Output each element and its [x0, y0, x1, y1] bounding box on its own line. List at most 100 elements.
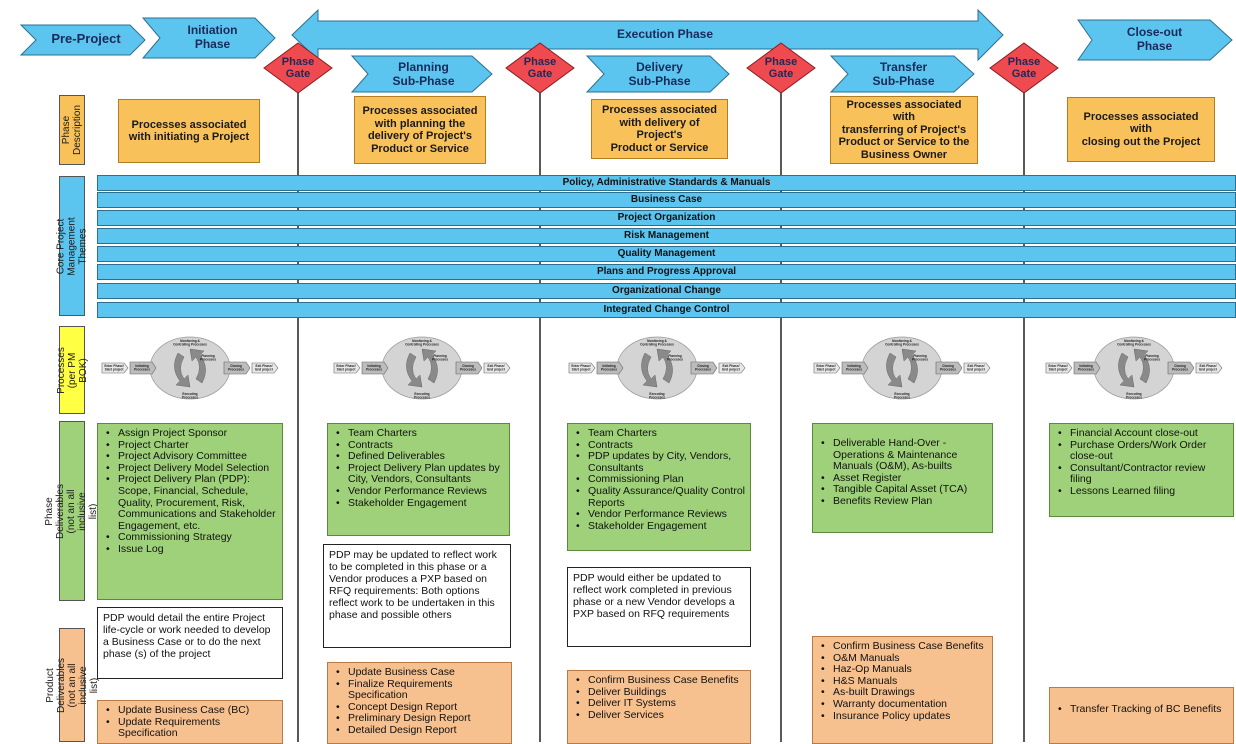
exit-phase-label: Exit Phase/End project	[722, 364, 740, 372]
list-item: Project Charter	[106, 439, 278, 452]
list-item: Deliver IT Systems	[576, 698, 746, 710]
list-item: Team Charters	[576, 427, 746, 440]
list-item: O&M Manuals	[821, 652, 988, 665]
phase-deliverables-initiation: Assign Project Sponsor Project Charter P…	[97, 423, 283, 600]
exit-phase-arrow	[251, 362, 279, 374]
list-item: As-built Drawings	[821, 687, 988, 699]
list-item: Stakeholder Engagement	[336, 497, 505, 510]
list-item: Deliver Services	[576, 709, 746, 722]
row-label-phase-deliverables: Phase Deliverables (not an all inclusive…	[45, 421, 100, 601]
list-item: Benefits Review Plan	[821, 495, 988, 508]
phase-gate-1	[263, 42, 333, 94]
row-label-processes: Processes (per PM BOK)	[56, 326, 89, 414]
cycle-arrow-right	[1133, 348, 1150, 384]
description-planning: Processes associated with planning the d…	[354, 96, 486, 164]
list-item: Stakeholder Engagement	[576, 520, 746, 533]
enter-phase-label: Enter Phase/Start project	[336, 364, 356, 372]
monitoring-label: Monitoring &Controlling Processes	[885, 339, 919, 347]
list-item: Update Requirements Specification	[106, 716, 278, 740]
theme-risk-management: Risk Management	[97, 228, 1236, 244]
note-delivery: PDP would either be updated to reflect w…	[567, 567, 751, 647]
monitoring-label: Monitoring &Controlling Processes	[173, 339, 207, 347]
description-delivery: Processes associated with delivery of Pr…	[591, 99, 728, 159]
theme-quality-management: Quality Management	[97, 246, 1236, 262]
cycle-arrow-left	[174, 352, 191, 388]
cycle-arrow-left	[886, 352, 903, 388]
phase-gate-1-label: Phase Gate	[281, 56, 315, 80]
exit-phase-label: Exit Phase/End project	[1199, 364, 1217, 372]
close-out-arrow	[1077, 19, 1233, 61]
initiating-arrow	[1073, 361, 1101, 375]
closing-arrow	[223, 361, 251, 375]
theme-plans-progress: Plans and Progress Approval	[97, 264, 1236, 280]
phase-deliverables-planning: Team Charters Contracts Defined Delivera…	[327, 423, 510, 536]
cycle-arrow-right	[901, 348, 918, 384]
phase-gate-3-label: Phase Gate	[764, 56, 798, 80]
exit-phase-arrow	[1195, 362, 1223, 374]
close-out-label: Close-out Phase	[1126, 25, 1183, 53]
list-item: Commissioning Strategy	[106, 532, 278, 544]
phase-gate-2-label: Phase Gate	[523, 56, 557, 80]
list-item: Vendor Performance Reviews	[336, 485, 505, 498]
list-item: Purchase Orders/Work Order close-out	[1058, 439, 1229, 463]
exit-phase-arrow	[483, 362, 511, 374]
initiating-arrow	[841, 361, 869, 375]
enter-phase-arrow	[333, 362, 361, 374]
list-item: Asset Register	[821, 472, 988, 485]
phase-deliverables-close-out: Financial Account close-out Purchase Ord…	[1049, 423, 1234, 517]
list-item: Commissioning Plan	[576, 474, 746, 486]
enter-phase-label: Enter Phase/Start project	[571, 364, 591, 372]
list-item: Project Delivery Plan (PDP): Scope, Fina…	[106, 474, 278, 532]
exit-phase-arrow	[963, 362, 991, 374]
theme-business-case: Business Case	[97, 192, 1236, 208]
enter-phase-arrow	[568, 362, 596, 374]
list-item: Update Business Case (BC)	[106, 704, 278, 717]
list-item: Confirm Business Case Benefits	[821, 640, 988, 653]
product-deliverables-planning: Update Business Case Finalize Requiremen…	[327, 662, 512, 744]
product-deliverables-initiation: Update Business Case (BC) Update Require…	[97, 700, 283, 744]
list-item: Vendor Performance Reviews	[576, 509, 746, 521]
closing-arrow	[1167, 361, 1195, 375]
transfer-subphase-label: Transfer Sub-Phase	[872, 60, 935, 88]
exit-phase-label: Exit Phase/End project	[487, 364, 505, 372]
monitoring-label: Monitoring &Controlling Processes	[640, 339, 674, 347]
product-deliverables-close-out: Transfer Tracking of BC Benefits	[1049, 687, 1234, 744]
list-item: Warranty documentation	[821, 698, 988, 711]
enter-phase-label: Enter Phase/Start project	[104, 364, 124, 372]
delivery-subphase-label: Delivery Sub-Phase	[628, 60, 691, 88]
pre-project-arrow	[19, 24, 146, 56]
cycle-arrow-left	[641, 352, 658, 388]
note-initiation: PDP would detail the entire Project life…	[97, 607, 283, 679]
list-item: Issue Log	[106, 543, 278, 556]
cycle-arrow-right	[656, 348, 673, 384]
execution-arrow	[291, 8, 1004, 62]
note-planning: PDP may be updated to reflect work to be…	[323, 544, 511, 648]
cycle-arrow-right	[189, 348, 206, 384]
exit-phase-label: Exit Phase/End project	[967, 364, 985, 372]
list-item: Tangible Capital Asset (TCA)	[821, 484, 988, 496]
description-transfer: Processes associated with transferring o…	[830, 96, 978, 164]
list-item: PDP updates by City, Vendors, Consultant…	[576, 450, 746, 474]
enter-phase-label: Enter Phase/Start project	[1048, 364, 1068, 372]
row-label-product-deliverables: Product Deliverables (not an all inclusi…	[45, 628, 100, 742]
enter-phase-arrow	[813, 362, 841, 374]
list-item: Haz-Op Manuals	[821, 664, 988, 676]
initiating-arrow	[361, 361, 389, 375]
list-item: Confirm Business Case Benefits	[576, 674, 746, 687]
